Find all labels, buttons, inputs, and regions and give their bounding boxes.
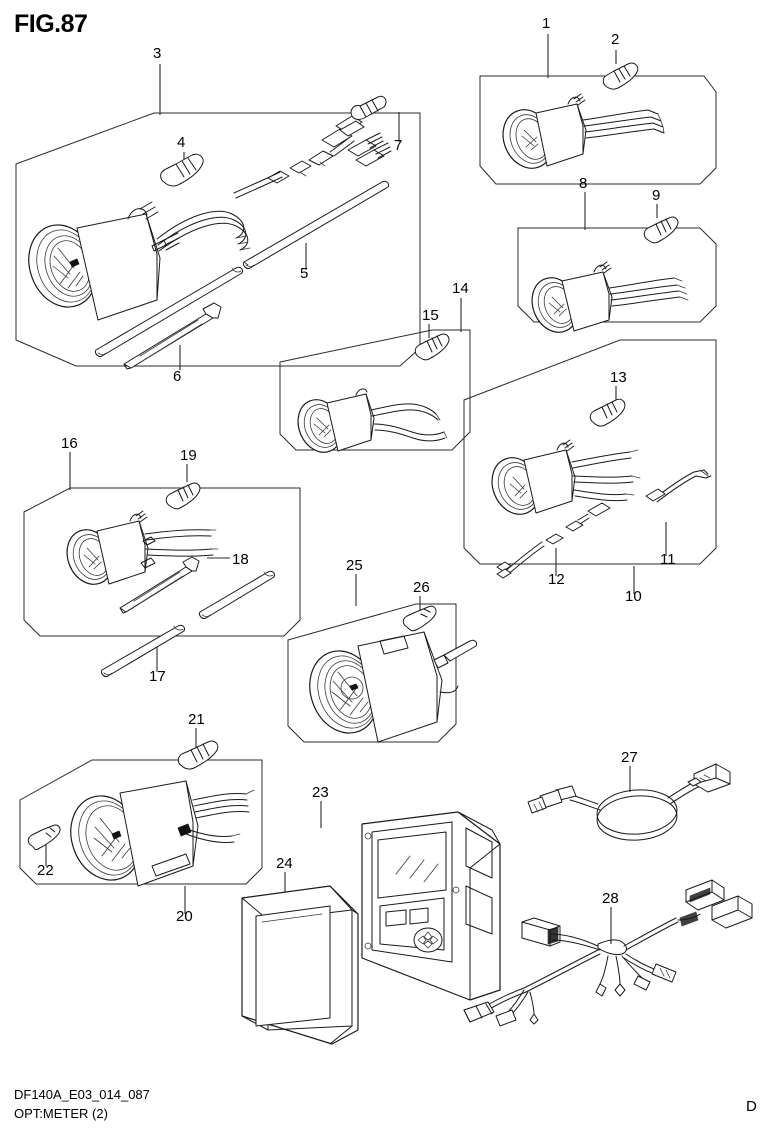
- lead-wire-12: [496, 502, 611, 579]
- group-10-region: [463, 339, 717, 594]
- callout-11: 11: [660, 551, 676, 568]
- tube-5b: [95, 266, 243, 357]
- tube-17: [101, 624, 185, 677]
- callout-5: 5: [300, 265, 308, 282]
- group-8-region: [517, 192, 717, 333]
- callout-8: 8: [579, 175, 587, 192]
- callout-3: 3: [153, 45, 161, 62]
- tube-17b: [199, 570, 275, 619]
- gauge-3: [28, 201, 251, 321]
- bulb-13: [589, 398, 626, 427]
- gauge-1: [502, 93, 665, 169]
- wiring-harness-28: [463, 879, 753, 1027]
- tachometer-25: [309, 631, 477, 743]
- callout-4: 4: [177, 134, 185, 151]
- bulb-19: [165, 482, 201, 510]
- callout-22: 22: [37, 862, 54, 879]
- tube-5: [243, 180, 389, 269]
- bulb-4: [160, 153, 204, 187]
- callout-6: 6: [173, 368, 181, 385]
- cable-tie-18: [119, 556, 200, 614]
- callout-26: 26: [413, 579, 430, 596]
- callout-27: 27: [621, 749, 638, 766]
- callout-23: 23: [312, 784, 329, 801]
- gauge-8: [531, 261, 689, 333]
- callout-24: 24: [276, 855, 293, 872]
- bulb-26: [402, 605, 437, 632]
- bezel-frame-24: [241, 872, 359, 1045]
- extension-cable-27: [527, 763, 731, 841]
- bulb-15: [414, 333, 450, 361]
- callout-16: 16: [61, 435, 78, 452]
- drawing-code: DF140A_E03_014_087: [14, 1087, 150, 1102]
- page-marker: D: [746, 1098, 757, 1115]
- callout-10: 10: [625, 588, 642, 605]
- callout-21: 21: [188, 711, 205, 728]
- callout-13: 13: [610, 369, 627, 386]
- callout-17: 17: [149, 668, 166, 685]
- gauge-16: [66, 510, 219, 585]
- callout-20: 20: [176, 908, 193, 925]
- bulb-9: [643, 216, 679, 244]
- cable-tie-6: [123, 302, 222, 370]
- callout-18: 18: [232, 551, 249, 568]
- callout-2: 2: [611, 31, 619, 48]
- callout-7: 7: [394, 137, 402, 154]
- figure-title: FIG.87: [14, 10, 88, 38]
- callout-15: 15: [422, 307, 439, 324]
- group-14-region: [279, 298, 471, 453]
- figure-caption: OPT:METER (2): [14, 1106, 108, 1121]
- bulb-2: [602, 62, 639, 90]
- gauge-10: [491, 439, 641, 515]
- callout-9: 9: [652, 187, 660, 204]
- gauge-20: [70, 780, 255, 887]
- group-20-region: [19, 728, 263, 914]
- group-16-region: [23, 452, 301, 677]
- callout-28: 28: [602, 890, 619, 907]
- connector-cluster-7: [233, 95, 392, 199]
- callout-19: 19: [180, 447, 197, 464]
- lcd-display-23: [320, 801, 501, 1001]
- group-1-region: [479, 34, 717, 185]
- bulb-21: [177, 740, 219, 770]
- callout-12: 12: [548, 571, 565, 588]
- gauge-14: [297, 388, 448, 453]
- group-25-region: [287, 574, 477, 743]
- group-3-region: [15, 64, 421, 370]
- lead-wire-11: [645, 469, 712, 503]
- footer-block: DF140A_E03_014_087 OPT:METER (2): [14, 1085, 150, 1123]
- lamp-22: [27, 824, 61, 851]
- callout-1: 1: [542, 15, 550, 32]
- callout-14: 14: [452, 280, 469, 297]
- callout-numbers: 3 1 2 4 5 6 7 8 9 14 15 10 11 12 13 16 1…: [37, 15, 676, 925]
- callout-25: 25: [346, 557, 363, 574]
